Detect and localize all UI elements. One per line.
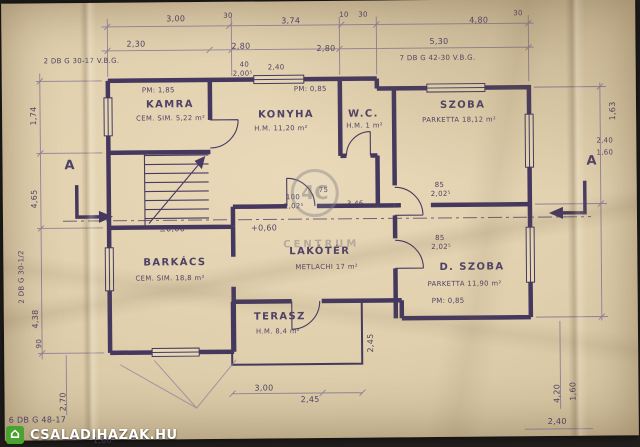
dim-terasz-2-45: 2,45 [365,333,376,353]
room-name-szoba: SZOBA [439,99,486,111]
brand-name: CSALADIHAZAK.HU [30,427,178,443]
dim-mid-3-46: 3,46 [346,199,364,208]
dim-b-3-00: 3,00 [254,383,274,393]
doors [210,119,424,330]
dim-top2-2-80a: 2,80 [231,41,251,51]
room-name-lakoter: LAKÓTÉR [289,245,351,258]
dim-r-1-60a: 1,60 [596,148,614,157]
dim-r-1-63: 1,63 [607,101,618,121]
dim-door-202-a: 2,02⁵ [430,189,451,199]
room-name-wc: W.C. [348,108,379,120]
house-icon: ⌂ [6,426,24,444]
beam-note-top-left: 2 DB G 30-17 V.B.G. [43,56,120,66]
dim-door-202-b: 2,02⁵ [431,242,452,252]
dim-left-1-74: 1,74 [29,106,39,126]
parapet-dszoba: PM: 0,85 [431,296,465,306]
room-detail-kamra: CEM. SIM. 5,22 m² [136,113,206,123]
room-name-terasz: TERASZ [253,311,306,323]
beam-note-bottom-left: 6 DB G 48-17 [8,415,67,425]
section-marker-left: A [64,158,75,174]
dim-r-2-40: 2,40 [596,136,614,145]
dim-top-30-c: 30 [513,9,523,18]
dim-door-202-c: 2,02⁵ [283,202,304,211]
level-zero: ±0,00 [159,224,186,234]
roof-sketch [120,359,237,409]
dim-top2-2-80b: 2,80 [316,43,336,54]
dim-r-2-40b: 2,40 [547,416,567,427]
dim-door-75: 75 [318,185,329,195]
dim-left-4-65: 4,65 [29,189,39,209]
parapet-kamra: PM: 1,85 [141,86,175,95]
room-detail-wc: H.M. 1 m² [346,121,383,130]
dim-top2-2-30: 2,30 [126,39,146,49]
dim-top-10: 10 [339,10,349,19]
dim-door-100: 100 [285,193,301,202]
parapet-konyha: PM: 0,85 [293,84,327,94]
dimension-lines [35,15,608,440]
room-detail-szoba: PARKETTA 18,12 m² [422,115,497,125]
dim-window-width: 40 [239,60,250,69]
section-marker-right: A [586,153,597,169]
dim-b-2-45: 2,45 [300,395,320,405]
brand-watermark: ⌂ CSALADIHAZAK.HU [6,426,178,444]
room-detail-barkacs: CEM. SIM. 18,8 m² [135,274,205,283]
windows [103,74,536,357]
dim-top-30-a: 30 [223,11,233,20]
dim-window-2-40: 2,40 [267,63,285,72]
walls [105,76,534,356]
dim-top-30-b: 30 [358,10,368,19]
room-detail-konyha: H.M. 11,20 m² [254,124,308,133]
terrace-outline [230,300,364,366]
room-detail-lakoter: METLACHI 17 m² [295,262,359,272]
dim-window-height: 2,00⁵ [232,69,253,78]
room-name-dszoba: D. SZOBA [439,261,505,273]
level-raised: +0,60 [251,223,278,233]
dim-r-1-60b: 1,60 [568,381,578,401]
room-detail-dszoba: PARKETTA 11,90 m² [427,279,502,289]
dim-top-3-00: 3,00 [166,14,186,24]
dim-door-85-a: 85 [434,180,445,189]
dim-bl-2-70: 2,70 [58,392,68,412]
dim-top-4-80: 4,80 [469,15,489,25]
stairs [143,152,209,228]
beam-note-left: 2 DB G 30-1/2 [17,250,26,304]
dim-top-3-74: 3,74 [281,16,301,26]
dim-top2-5-30: 5,30 [429,36,449,47]
dim-door-85-b: 85 [435,233,445,242]
dim-r-4-20: 4,20 [552,383,562,403]
room-name-konyha: KONYHA [258,109,315,121]
room-name-barkacs: BARKÁCS [143,256,207,269]
room-name-kamra: KAMRA [145,99,194,111]
dim-left-4-38: 4,38 [30,309,40,329]
beam-note-top-right: 7 DB G 42-30 V.B.G. [399,53,476,63]
room-detail-terasz: H.M. 8,4 m² [255,327,301,336]
dim-left-90: 90 [35,338,44,349]
